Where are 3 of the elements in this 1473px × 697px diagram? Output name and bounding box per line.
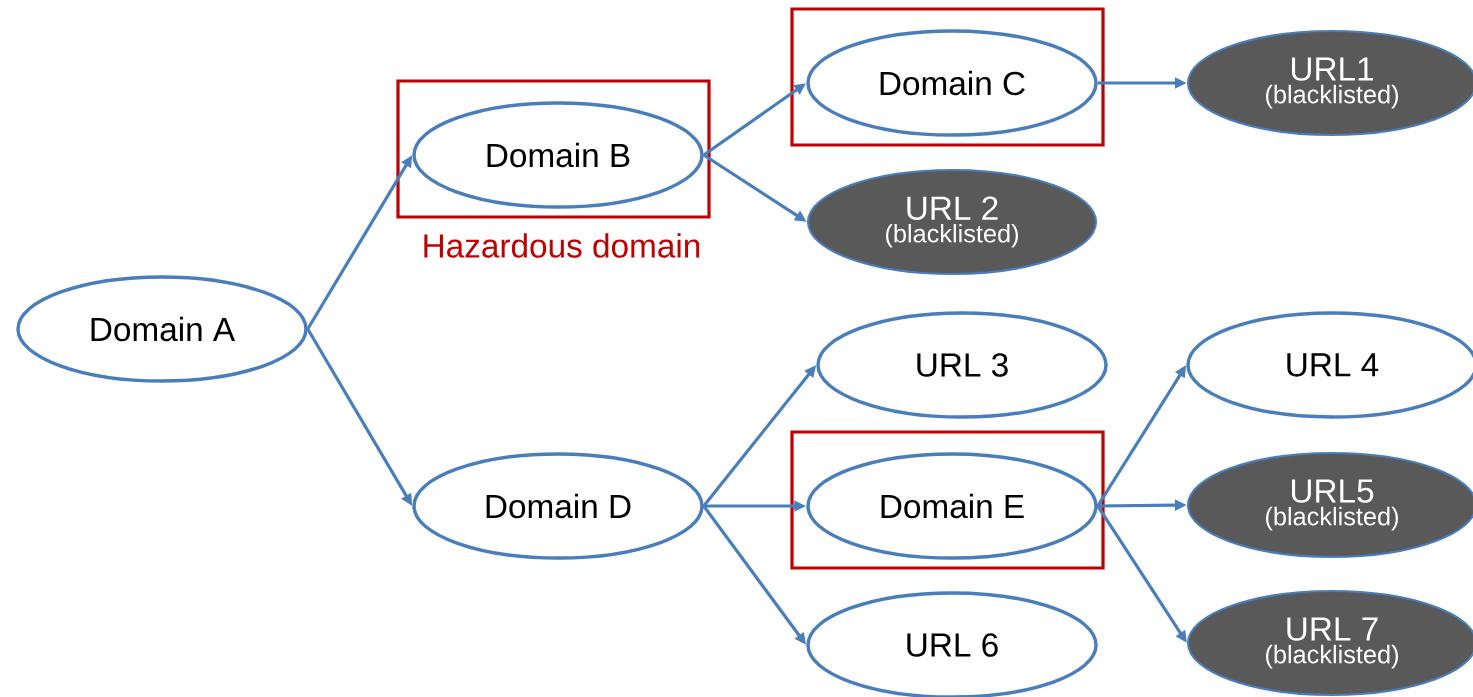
frame-label: Hazardous domain <box>424 233 700 258</box>
warning-frame <box>790 7 1105 147</box>
warning-frame <box>790 430 1105 570</box>
